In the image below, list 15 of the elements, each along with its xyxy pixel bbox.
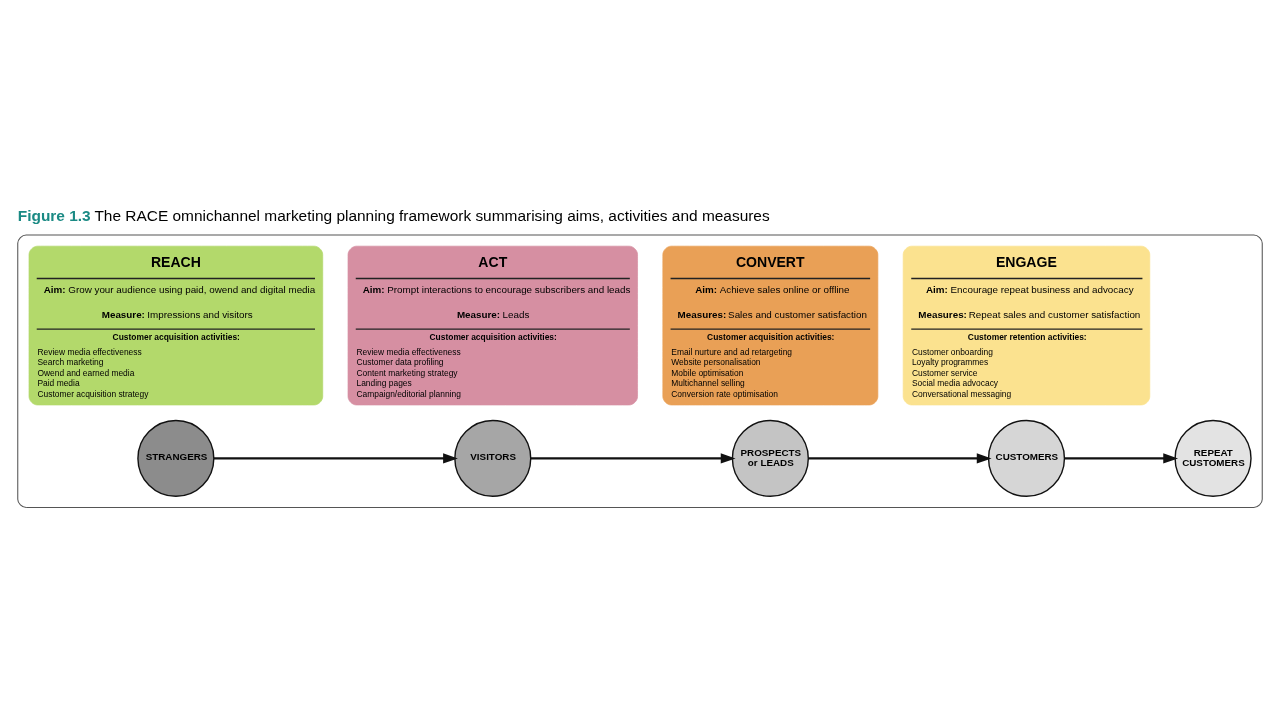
arrow: [1064, 453, 1179, 464]
node-box: CONVERT Aim: Achieve sales online or offline Measures: Sales and customer satisfaction Customer acquisition activities: Email nurture and ad retargeting Website personalisation Mobile optimisation Multichannel selling Conversion rate optimisation: [662, 245, 879, 406]
node-circle: PROSPECTS or LEADS: [731, 419, 809, 498]
cluster: [17, 234, 1263, 509]
arrow: [808, 453, 992, 464]
node-circle: CUSTOMERS: [987, 419, 1066, 498]
node-circle: VISITORS: [454, 419, 532, 498]
node-circle: STRANGERS: [137, 419, 215, 498]
diagram-title: Figure 1.3 The RACE omnichannel marketing planning framework summarising aims, activities and measures: [17, 207, 770, 225]
node-box: REACH Aim: Grow your audience using paid, owend and digital media Measure: Impressions and visitors Customer acquisition activities: Review media effectiveness Search marketing Owend and earned media Paid media Customer acquisition strategy: [28, 245, 324, 406]
node-box: ENGAGE Aim: Encourage repeat business and advocacy Measures: Repeat sales and customer satisfaction Customer retention activities: Customer onboarding Loyalty programmes Customer service Social media advocacy Conversational messaging: [902, 245, 1151, 406]
arrow: [214, 453, 458, 464]
node-box: ACT Aim: Prompt interactions to encourage subscribers and leads Measure: Leads Customer acquisition activities: Review media effectiveness Customer data profiling Content marketing strategy Landing pages Campaign/editorial planning: [347, 245, 638, 406]
node-circle: REPEAT CUSTOMERS: [1174, 419, 1252, 498]
arrow: [530, 453, 736, 464]
